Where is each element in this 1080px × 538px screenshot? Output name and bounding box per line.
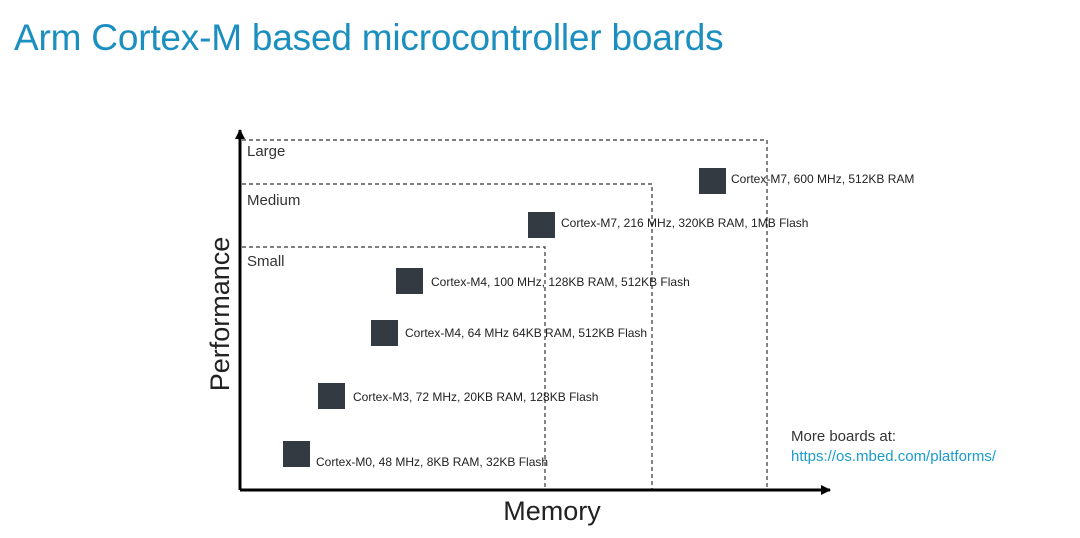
y-axis-label: Performance — [205, 237, 235, 392]
board-label-m4-64: Cortex-M4, 64 MHz 64KB RAM, 512KB Flash — [405, 326, 647, 340]
board-marker-m7-600 — [699, 168, 726, 194]
region-label-large: Large — [247, 143, 285, 160]
slide-title: Arm Cortex-M based microcontroller board… — [14, 17, 724, 58]
more-boards-note: More boards at: https://os.mbed.com/plat… — [791, 427, 996, 467]
board-label-m0: Cortex-M0, 48 MHz, 8KB RAM, 32KB Flash — [316, 455, 548, 469]
board-label-m4-100: Cortex-M4, 100 MHz, 128KB RAM, 512KB Fla… — [431, 275, 690, 289]
board-marker-m0 — [283, 441, 310, 467]
platforms-link[interactable]: https://os.mbed.com/platforms/ — [791, 448, 997, 465]
region-label-medium: Medium — [247, 192, 300, 209]
board-marker-m4-64 — [371, 320, 398, 346]
x-axis-label: Memory — [503, 496, 601, 526]
region-boxes — [242, 139, 768, 490]
region-large-box — [242, 139, 768, 490]
region-medium-box — [242, 183, 653, 490]
board-label-m3: Cortex-M3, 72 MHz, 20KB RAM, 128KB Flash — [353, 390, 598, 404]
board-markers — [283, 168, 726, 467]
board-marker-m4-100 — [396, 268, 423, 294]
board-label-m7-216: Cortex-M7, 216 MHz, 320KB RAM, 1MB Flash — [561, 216, 808, 230]
more-boards-caption: More boards at: — [791, 428, 897, 445]
region-small-box — [242, 246, 546, 490]
region-label-small: Small — [247, 253, 285, 270]
board-label-m7-600: Cortex-M7, 600 MHz, 512KB RAM — [731, 172, 914, 186]
board-marker-m3 — [318, 383, 345, 409]
board-marker-m7-216 — [528, 212, 555, 238]
